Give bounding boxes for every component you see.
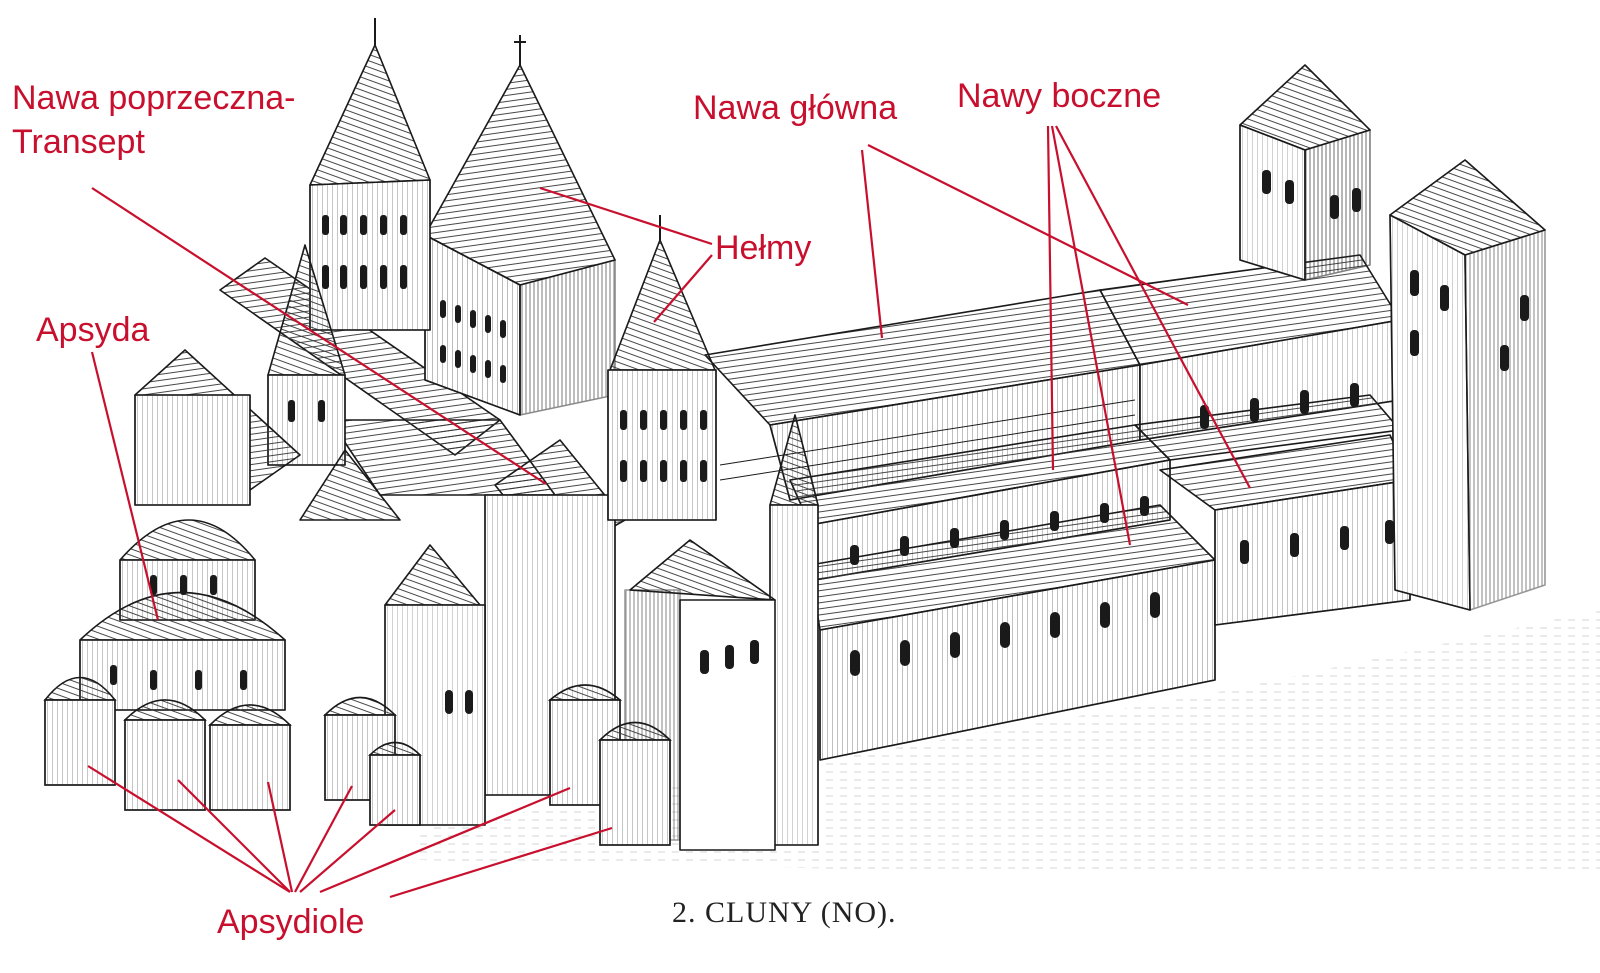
leader-lines — [87, 125, 1251, 899]
label-transept-line2: Transept — [12, 123, 145, 161]
nave-windows — [850, 383, 1394, 676]
apsidiole-5 — [368, 741, 422, 826]
label-transept-line1: Nawa poprzeczna- — [12, 79, 296, 117]
label-spires: Hełmy — [715, 229, 812, 267]
tower-arcades — [288, 215, 707, 482]
figure-caption: 2. CLUNY (NO). — [672, 896, 897, 929]
label-nave: Nawa główna — [693, 89, 898, 127]
label-aisles: Nawy boczne — [957, 77, 1162, 115]
label-apsidioles: Apsydiole — [217, 903, 365, 941]
apsidiole-7 — [598, 721, 672, 846]
apsidioles-leaders — [87, 765, 613, 899]
spires-leaders — [539, 186, 713, 323]
tower-windows — [1262, 170, 1529, 371]
transept-leaders — [91, 187, 547, 485]
west-towers — [1239, 64, 1546, 611]
aisles-leaders — [1046, 125, 1251, 546]
label-apse: Apsyda — [36, 311, 150, 349]
apsidioles — [43, 676, 672, 846]
apsidiole-3 — [208, 704, 292, 811]
apse-windows — [110, 575, 759, 714]
nave-leaders — [860, 144, 1189, 339]
apsidiole-1 — [43, 676, 117, 786]
apse-leaders — [90, 351, 160, 621]
